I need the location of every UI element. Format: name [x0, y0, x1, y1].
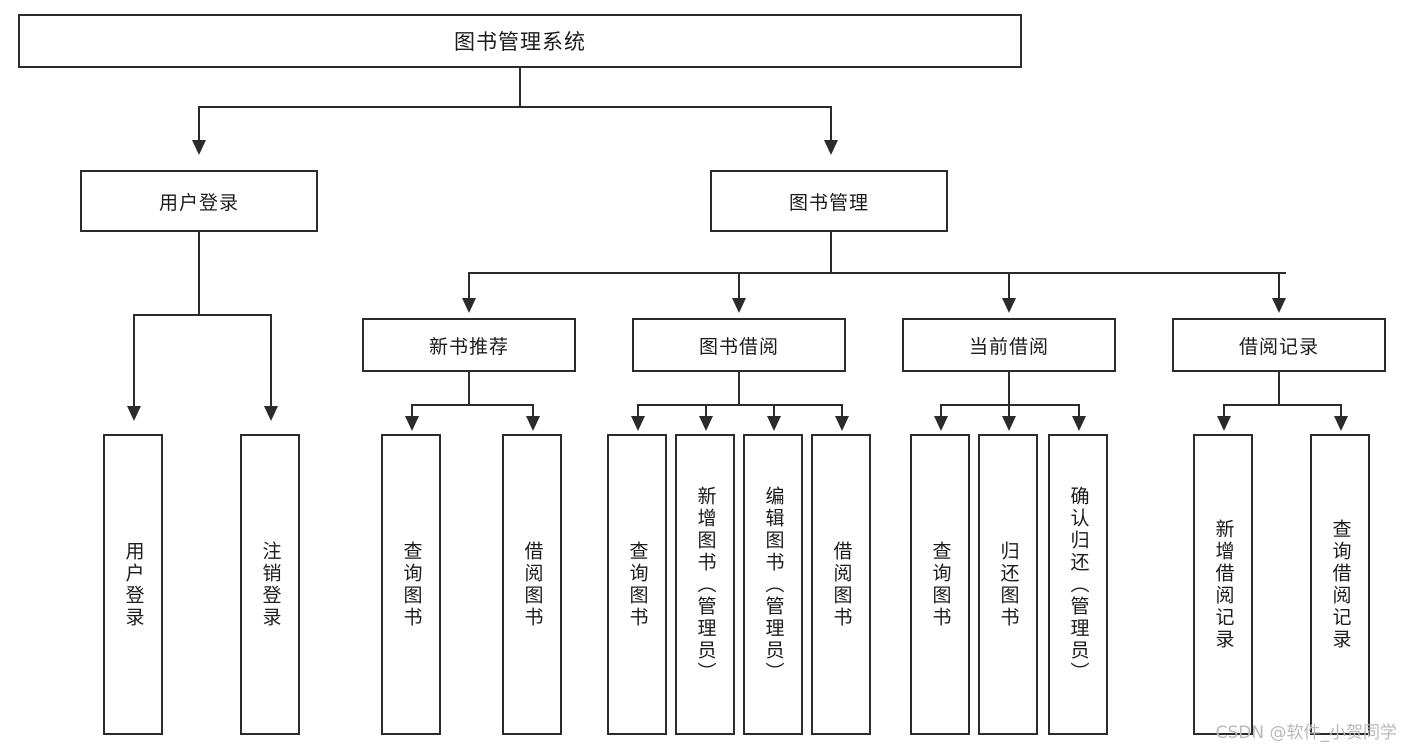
node-book-borrow[interactable]: 图书借阅	[632, 318, 846, 372]
connector-book-manage-to-book-borrow	[738, 272, 740, 302]
connector-book-borrow-bus	[637, 404, 843, 406]
leaf-book-borrow-0-label: 查询图书	[626, 540, 649, 629]
connector-current-borrow-stem	[1008, 372, 1010, 404]
arrow-user-login-leaf-0	[127, 406, 141, 421]
arrow-book-manage-to-borrow-records	[1272, 298, 1286, 313]
leaf-borrow-records-0-label: 新增借阅记录	[1212, 518, 1235, 651]
connector-user-login-bus	[133, 314, 272, 316]
connector-user-login-stem	[198, 232, 200, 314]
node-book-borrow-label: 图书借阅	[698, 335, 779, 358]
connector-book-manage-bus	[468, 272, 1286, 274]
leaf-book-borrow-0[interactable]: 查询图书	[607, 434, 667, 735]
connector-root-to-user-login	[198, 106, 200, 144]
leaf-new-book-1[interactable]: 借阅图书	[502, 434, 562, 735]
arrow-book-manage-to-current-borrow	[1002, 298, 1016, 313]
leaf-new-book-0-label: 查询图书	[400, 540, 423, 629]
arrow-current-borrow-leaf-2	[1072, 416, 1086, 431]
arrow-book-manage-to-book-borrow	[732, 298, 746, 313]
leaf-current-borrow-0-label: 查询图书	[929, 540, 952, 629]
leaf-user-login-1-label: 注销登录	[259, 540, 282, 629]
connector-current-borrow-leaf-0	[940, 404, 942, 426]
node-book-manage[interactable]: 图书管理	[710, 170, 948, 232]
arrow-book-manage-to-new-book	[462, 298, 476, 313]
leaf-borrow-records-0[interactable]: 新增借阅记录	[1193, 434, 1253, 735]
connector-user-login-leaf-0	[133, 314, 135, 410]
node-user-login-label: 用户登录	[158, 191, 239, 214]
arrow-root-to-user-login	[192, 140, 206, 155]
node-root-system[interactable]: 图书管理系统	[18, 14, 1022, 68]
connector-current-borrow-bus	[940, 404, 1080, 406]
connector-new-book-stem	[468, 372, 470, 404]
leaf-new-book-0[interactable]: 查询图书	[381, 434, 441, 735]
leaf-borrow-records-1[interactable]: 查询借阅记录	[1310, 434, 1370, 735]
leaf-user-login-1[interactable]: 注销登录	[240, 434, 300, 735]
arrow-new-book-leaf-0	[405, 416, 419, 431]
leaf-current-borrow-2[interactable]: 确认归还（管理员）	[1048, 434, 1108, 735]
leaf-book-borrow-1[interactable]: 新增图书（管理员）	[675, 434, 735, 735]
node-root-system-label: 图书管理系统	[454, 30, 586, 54]
connector-root-bus	[198, 106, 832, 108]
node-book-manage-label: 图书管理	[788, 191, 869, 214]
connector-book-manage-to-current-borrow	[1008, 272, 1010, 302]
connector-borrow-records-leaf-1	[1340, 404, 1342, 426]
connector-book-manage-stem	[830, 232, 832, 272]
watermark-text: CSDN @软件_小贺同学	[1215, 723, 1397, 743]
connector-root-stem	[519, 68, 521, 106]
leaf-current-borrow-2-label: 确认归还（管理员）	[1067, 485, 1090, 684]
connector-book-manage-to-borrow-records	[1278, 272, 1280, 302]
leaf-book-borrow-2[interactable]: 编辑图书（管理员）	[743, 434, 803, 735]
arrow-borrow-records-leaf-0	[1217, 416, 1231, 431]
connector-new-book-leaf-0	[411, 404, 413, 426]
node-current-borrow-label: 当前借阅	[968, 335, 1049, 358]
node-user-login[interactable]: 用户登录	[80, 170, 318, 232]
connector-current-borrow-leaf-1	[1008, 404, 1010, 426]
leaf-borrow-records-1-label: 查询借阅记录	[1329, 518, 1352, 651]
leaf-new-book-1-label: 借阅图书	[521, 540, 544, 629]
node-borrow-records-label: 借阅记录	[1238, 335, 1319, 358]
leaf-book-borrow-1-label: 新增图书（管理员）	[694, 485, 717, 684]
arrow-borrow-records-leaf-1	[1334, 416, 1348, 431]
node-current-borrow[interactable]: 当前借阅	[902, 318, 1116, 372]
connector-book-borrow-leaf-3	[841, 404, 843, 426]
leaf-current-borrow-0[interactable]: 查询图书	[910, 434, 970, 735]
connector-user-login-leaf-1	[270, 314, 272, 410]
connector-book-borrow-leaf-0	[637, 404, 639, 426]
connector-borrow-records-leaf-0	[1223, 404, 1225, 426]
node-new-book-recommend-label: 新书推荐	[428, 335, 509, 358]
node-borrow-records[interactable]: 借阅记录	[1172, 318, 1386, 372]
connector-book-borrow-leaf-1	[705, 404, 707, 426]
connector-root-to-book-manage	[830, 106, 832, 144]
arrow-current-borrow-leaf-0	[934, 416, 948, 431]
connector-book-borrow-stem	[738, 372, 740, 404]
connector-book-manage-to-new-book	[468, 272, 470, 302]
connector-borrow-records-stem	[1278, 372, 1280, 404]
connector-new-book-bus	[411, 404, 534, 406]
leaf-book-borrow-3-label: 借阅图书	[830, 540, 853, 629]
leaf-user-login-0-label: 用户登录	[122, 540, 145, 629]
leaf-current-borrow-1[interactable]: 归还图书	[978, 434, 1038, 735]
connector-book-borrow-leaf-2	[773, 404, 775, 426]
leaf-current-borrow-1-label: 归还图书	[997, 540, 1020, 629]
connector-borrow-records-bus	[1223, 404, 1342, 406]
arrow-current-borrow-leaf-1	[1002, 416, 1016, 431]
connector-current-borrow-leaf-2	[1078, 404, 1080, 426]
arrow-new-book-leaf-1	[526, 416, 540, 431]
node-new-book-recommend[interactable]: 新书推荐	[362, 318, 576, 372]
arrow-book-borrow-leaf-1	[699, 416, 713, 431]
arrow-book-borrow-leaf-2	[767, 416, 781, 431]
leaf-book-borrow-3[interactable]: 借阅图书	[811, 434, 871, 735]
connector-new-book-leaf-1	[532, 404, 534, 426]
leaf-book-borrow-2-label: 编辑图书（管理员）	[762, 485, 785, 684]
arrow-root-to-book-manage	[824, 140, 838, 155]
leaf-user-login-0[interactable]: 用户登录	[103, 434, 163, 735]
arrow-book-borrow-leaf-3	[835, 416, 849, 431]
arrow-user-login-leaf-1	[264, 406, 278, 421]
arrow-book-borrow-leaf-0	[631, 416, 645, 431]
